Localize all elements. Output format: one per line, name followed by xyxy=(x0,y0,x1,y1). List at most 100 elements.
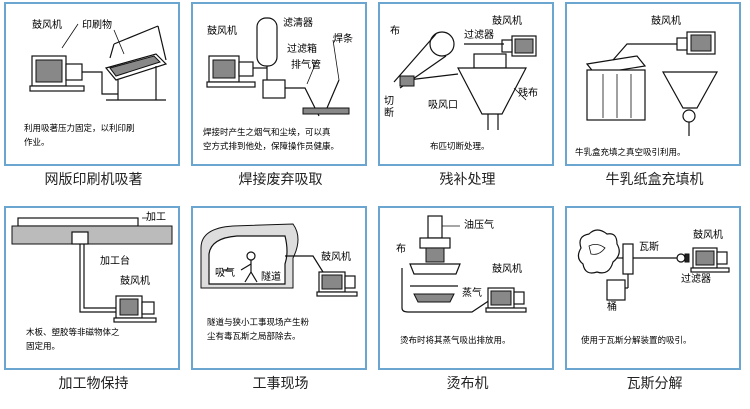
cloth-roll xyxy=(429,31,455,57)
scrap-handling-illustration xyxy=(393,31,537,130)
panel-frame: 鼓风机 滤清器 过滤箱 排气管 焊条 焊接时产生之烟气和尘埃，可以真 空方式排到… xyxy=(191,2,367,166)
gas-vessel xyxy=(577,229,620,274)
caption: 焊接废弃吸取 xyxy=(238,172,323,188)
workpiece-illustration xyxy=(11,217,173,323)
panel-frame: 鼓风机 牛乳盒充填之真空吸引利用。 xyxy=(565,2,741,166)
cloth-sheet xyxy=(393,33,437,83)
label-suction-inlet: 吸风口 xyxy=(428,100,458,111)
label-blower: 鼓风机 xyxy=(321,252,351,263)
frame-arm xyxy=(113,25,159,45)
steam-pipe xyxy=(442,299,491,313)
panel-scrap-handling: 布 鼓风机 过滤器 切断 吸风口 残布 布匹切断处理。 残补处理 xyxy=(374,0,561,204)
description-line-2: 作业。 xyxy=(24,138,50,148)
panel-frame: 加工 加工台 鼓风机 木板、塑胶等非磁物体之 固定用。 xyxy=(4,206,180,370)
carton-body xyxy=(586,69,646,121)
label-tunnel: 隧道 xyxy=(261,272,281,283)
workpiece xyxy=(17,217,139,227)
label-filter: 过滤器 xyxy=(681,274,711,285)
description-line-1: 布匹切断处理。 xyxy=(430,142,490,152)
construction-illustration xyxy=(200,223,358,297)
bucket xyxy=(606,279,626,301)
suction-pipe xyxy=(82,71,118,95)
description-line-2: 固定用。 xyxy=(26,342,61,352)
label-filter: 滤清器 xyxy=(283,18,313,29)
scrap-hopper xyxy=(457,67,527,115)
label-steam: 蒸气 xyxy=(462,288,482,299)
label-printed-material: 印刷物 xyxy=(82,20,112,31)
label-cloth: 布 xyxy=(396,244,406,255)
decomposer xyxy=(622,243,634,275)
filter-unit xyxy=(473,53,507,69)
panel-cloth-ironing: 油压气 布 鼓风机 蒸气 烫布时将其蒸气吸出排放用。 烫布机 xyxy=(374,204,561,408)
description-line-1: 牛乳盒充填之真空吸引利用。 xyxy=(575,148,686,158)
panel-workpiece-holding: 加工 加工台 鼓风机 木板、塑胶等非磁物体之 固定用。 加工物保持 xyxy=(0,204,187,408)
worker-head xyxy=(246,251,256,261)
label-hydraulic: 油压气 xyxy=(464,220,494,231)
label-suction: 吸气 xyxy=(215,268,235,279)
description-line-2: 尘有毒瓦斯之局部除去。 xyxy=(207,332,301,342)
label-blower: 鼓风机 xyxy=(120,276,150,287)
label-gas: 瓦斯 xyxy=(639,242,659,253)
filter-box xyxy=(262,79,286,99)
description-line-1: 隧道与狭小工事现场产生粉 xyxy=(207,318,310,328)
caption: 瓦斯分解 xyxy=(626,376,683,392)
description-line-1: 使用于瓦斯分解装置的吸引。 xyxy=(581,336,692,346)
label-filter: 过滤器 xyxy=(464,30,494,41)
label-work-table: 加工台 xyxy=(100,256,130,267)
caption: 加工物保持 xyxy=(58,376,129,392)
work-table xyxy=(11,225,173,245)
panel-frame: 布 鼓风机 过滤器 切断 吸风口 残布 布匹切断处理。 xyxy=(378,2,554,166)
panel-frame: 油压气 布 鼓风机 蒸气 烫布时将其蒸气吸出排放用。 xyxy=(378,206,554,370)
panel-frame: 鼓风机 印刷物 利用吸著压力固定，以利印刷 作业。 xyxy=(4,2,180,166)
label-blower: 鼓风机 xyxy=(693,230,723,241)
screen-printing-illustration xyxy=(29,23,168,101)
welding-bench xyxy=(302,107,350,115)
panel-frame: 鼓风机 瓦斯 过滤器 桶 使用于瓦斯分解装置的吸引。 xyxy=(565,206,741,370)
filling-hopper xyxy=(661,71,719,109)
blower-fins xyxy=(35,59,63,83)
label-scrap-cloth: 残布 xyxy=(518,88,538,99)
cutter xyxy=(399,75,415,87)
label-cutter: 切断 xyxy=(384,96,394,119)
label-blower: 鼓风机 xyxy=(32,20,62,31)
suction-pipe xyxy=(612,43,677,61)
label-exhaust-pipe: 排气管 xyxy=(291,60,321,71)
label-bucket: 桶 xyxy=(607,302,617,313)
press-cylinder xyxy=(427,215,443,239)
label-welding-rod: 焊条 xyxy=(333,34,353,45)
label-filter-box: 过滤箱 xyxy=(287,44,317,55)
exhaust-pipe xyxy=(285,87,320,117)
caption: 烫布机 xyxy=(446,376,489,392)
caption: 工事现场 xyxy=(252,376,309,392)
caption: 牛乳纸盒充填机 xyxy=(605,172,704,188)
tunnel-opening xyxy=(208,235,288,285)
suction-pipe xyxy=(407,73,459,81)
panel-frame: 鼓风机 吸气 隧道 隧道与狭小工事现场产生粉 尘有毒瓦斯之局部除去。 xyxy=(191,206,367,370)
description-line-1: 木板、塑胶等非磁物体之 xyxy=(26,328,120,338)
caption: 网版印刷机吸著 xyxy=(44,172,143,188)
blower-motor xyxy=(65,63,83,81)
press-head xyxy=(409,263,461,275)
press-frame xyxy=(401,268,442,313)
label-blower: 鼓风机 xyxy=(207,26,237,37)
label-blower: 鼓风机 xyxy=(651,16,681,27)
panel-construction-site: 鼓风机 吸气 隧道 隧道与狭小工事现场产生粉 尘有毒瓦斯之局部除去。 工事现场 xyxy=(187,204,374,408)
description-line-1: 利用吸著压力固定，以利印刷 xyxy=(24,124,135,134)
panel-gas-decomposition: 鼓风机 瓦斯 过滤器 桶 使用于瓦斯分解装置的吸引。 瓦斯分解 xyxy=(561,204,748,408)
caption: 残补处理 xyxy=(439,172,496,188)
gas-decomposition-illustration xyxy=(577,229,730,301)
description-line-1: 焊接时产生之烟气和尘埃，可以真 xyxy=(203,128,331,138)
label-blower: 鼓风机 xyxy=(492,264,522,275)
print-screen xyxy=(109,55,161,77)
ironing-plate xyxy=(413,293,455,303)
description-line-1: 烫布时将其蒸气吸出排放用。 xyxy=(400,336,511,346)
panel-welding-fume: 鼓风机 滤清器 过滤箱 排气管 焊条 焊接时产生之烟气和尘埃，可以真 空方式排到… xyxy=(187,0,374,204)
welding-illustration xyxy=(206,17,350,117)
panel-screen-printing: 鼓风机 印刷物 利用吸著压力固定，以利印刷 作业。 网版印刷机吸著 xyxy=(0,0,187,204)
panel-milk-carton-filler: 鼓风机 牛乳盒充填之真空吸引利用。 牛乳纸盒充填机 xyxy=(561,0,748,204)
welding-rod xyxy=(326,79,340,109)
filter-unit xyxy=(676,253,686,263)
label-blower: 鼓风机 xyxy=(492,16,522,27)
suction-pipe xyxy=(79,244,116,313)
